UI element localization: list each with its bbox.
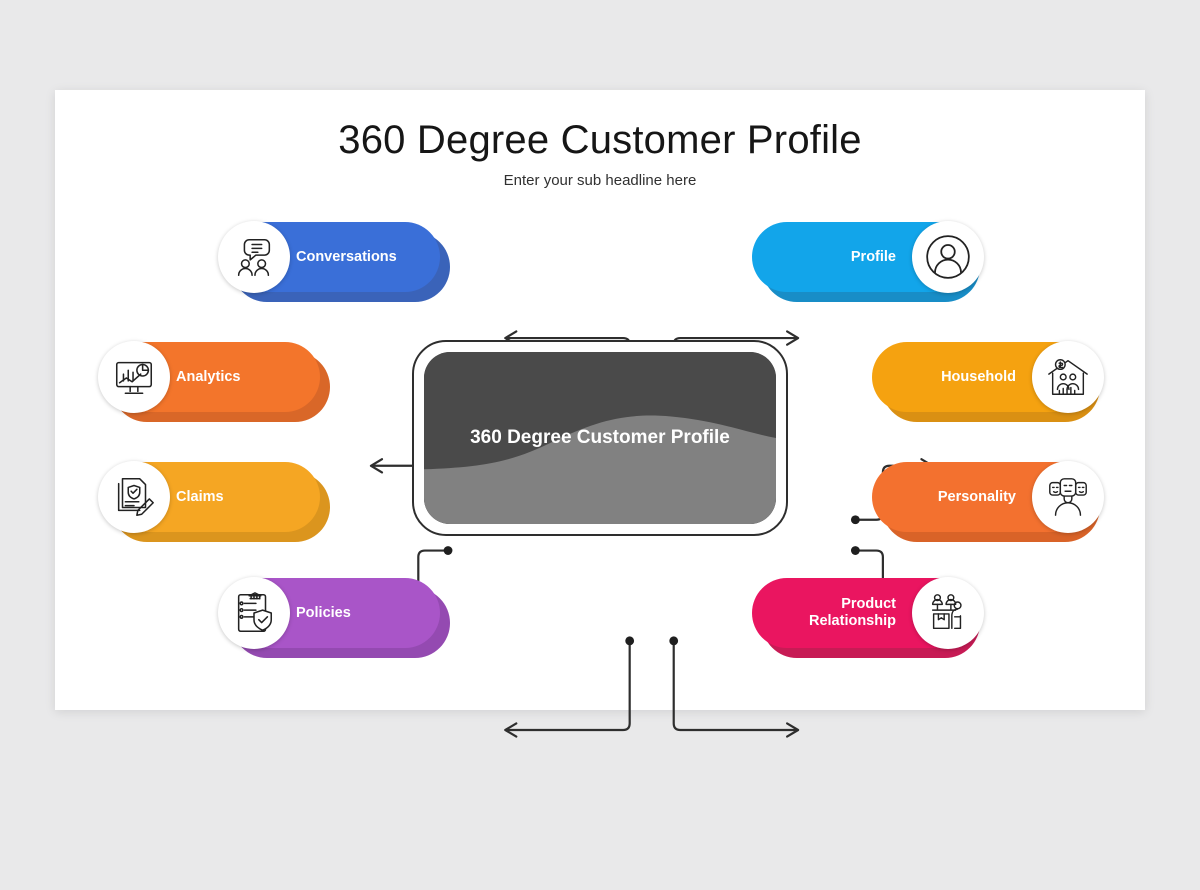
node-label: Product Relationship bbox=[808, 596, 896, 629]
center-hub-label: 360 Degree Customer Profile bbox=[470, 427, 730, 448]
conversations-icon bbox=[218, 221, 290, 293]
node-product-relationship[interactable]: Product Relationship bbox=[752, 577, 984, 658]
node-label: Personality bbox=[937, 488, 1016, 505]
analytics-icon bbox=[98, 341, 170, 413]
node-label: Policies bbox=[296, 604, 351, 621]
node-label: Analytics bbox=[176, 368, 241, 385]
product-relationship-icon bbox=[912, 577, 984, 649]
node-label: Household bbox=[941, 368, 1016, 385]
household-icon bbox=[1032, 341, 1104, 413]
center-hub[interactable]: 360 Degree Customer Profile bbox=[412, 340, 788, 536]
page-title: 360 Degree Customer Profile bbox=[338, 118, 862, 162]
node-policies[interactable]: Policies bbox=[218, 577, 450, 658]
personality-icon bbox=[1032, 461, 1104, 533]
policies-icon bbox=[218, 577, 290, 649]
claims-icon bbox=[98, 461, 170, 533]
page-subtitle: Enter your sub headline here bbox=[503, 172, 697, 189]
hub-wave-shape bbox=[424, 352, 776, 524]
node-label: Profile bbox=[850, 248, 896, 265]
node-household[interactable]: Household bbox=[872, 341, 1104, 422]
node-label: Conversations bbox=[296, 248, 397, 265]
profile-icon bbox=[912, 221, 984, 293]
node-profile[interactable]: Profile bbox=[752, 221, 984, 302]
node-analytics[interactable]: Analytics bbox=[98, 341, 330, 422]
node-conversations[interactable]: Conversations bbox=[218, 221, 450, 302]
center-hub-fill: 360 Degree Customer Profile bbox=[424, 352, 776, 524]
node-claims[interactable]: Claims bbox=[98, 461, 330, 542]
node-label: Claims bbox=[176, 488, 224, 505]
node-personality[interactable]: Personality bbox=[872, 461, 1104, 542]
slide-stage: 360 Degree Customer Profile Enter your s… bbox=[55, 90, 1145, 738]
